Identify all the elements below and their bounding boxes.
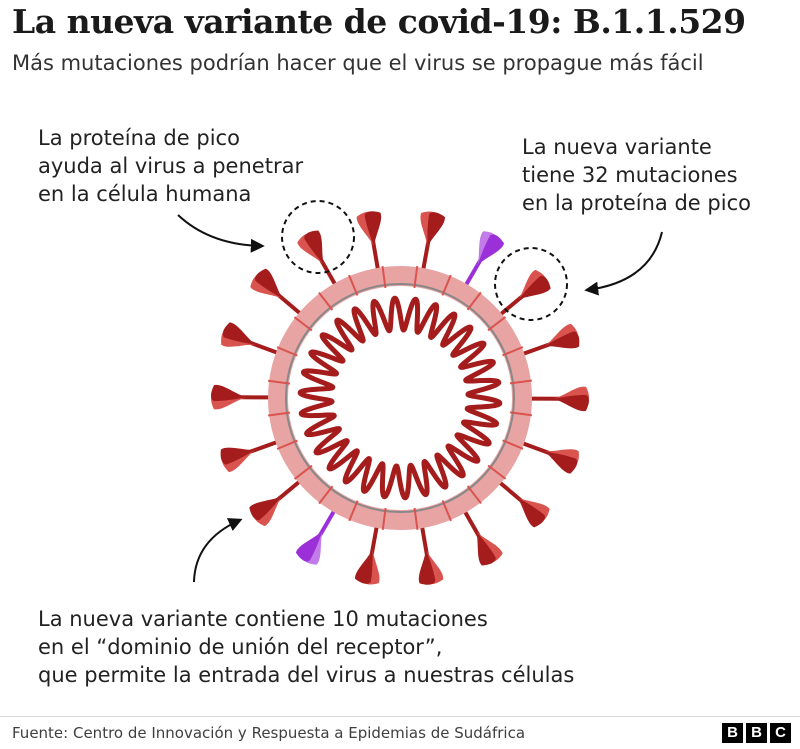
membrane-tick [348, 500, 359, 522]
membrane-tick [466, 485, 482, 505]
page-subtitle: Más mutaciones podrían hacer que el viru… [12, 51, 704, 75]
spike-protein [529, 386, 590, 412]
spike-protein [210, 384, 271, 410]
membrane-tick [466, 291, 482, 311]
highlight-circle-left [281, 200, 355, 274]
annotation-line: tiene 32 mutaciones [522, 163, 738, 187]
source-note: Fuente: Centro de Innovación y Respuesta… [12, 724, 526, 742]
membrane-inner-line [285, 283, 515, 513]
highlight-circle-right [494, 247, 568, 321]
spike-protein [221, 322, 279, 355]
mutated-spike [463, 231, 505, 287]
footer-divider [0, 716, 800, 717]
arrow-right [584, 231, 663, 296]
arrow-bottom [193, 518, 243, 583]
spike-protein [498, 269, 551, 317]
membrane-tick [509, 411, 533, 417]
annotation-line: ayuda al virus a penetrar [38, 154, 304, 178]
membrane-tick [413, 265, 419, 289]
annotation-line: en la proteína de pico [522, 191, 751, 215]
arrow-left [177, 214, 265, 253]
annotation-receptor-domain: La nueva variante contiene 10 mutaciones… [38, 605, 574, 689]
membrane-tick [487, 464, 507, 480]
annotation-line: La proteína de pico [38, 126, 240, 150]
logo-letter: B [722, 723, 743, 743]
membrane-tick [268, 411, 291, 417]
annotation-line: La nueva variante [522, 135, 712, 159]
membrane-tick [318, 485, 334, 505]
membrane-tick [441, 500, 452, 522]
membrane-tick [276, 346, 298, 357]
spike-protein [418, 525, 444, 585]
spike-proteins [210, 211, 590, 585]
annotation-line: en el “dominio de unión del receptor”, [38, 635, 443, 659]
spike-protein [249, 479, 302, 527]
spike-protein [521, 441, 579, 474]
spike-protein [250, 268, 303, 316]
annotation-line: La nueva variante contiene 10 mutaciones [38, 607, 488, 631]
annotation-spike-mutations: La nueva variante tiene 32 mutaciones en… [522, 133, 751, 217]
membrane-tick [267, 379, 291, 385]
membrane-tick [413, 507, 419, 530]
annotation-line: en la célula humana [38, 182, 252, 206]
membrane-tick [441, 274, 452, 296]
rna-coil [297, 295, 503, 501]
spike-protein [355, 525, 380, 585]
spike-protein [420, 211, 445, 271]
membrane-tick [381, 266, 387, 289]
membrane-tick [502, 439, 524, 450]
membrane-tick [348, 274, 359, 296]
spike-protein [220, 440, 279, 473]
mutated-spike [295, 509, 337, 565]
logo-letter: B [746, 723, 767, 743]
spike-protein [497, 480, 550, 528]
membrane-tick [502, 346, 524, 357]
membrane-tick [318, 291, 334, 311]
annotation-spike-protein: La proteína de pico ayuda al virus a pen… [38, 124, 303, 208]
spike-protein [521, 323, 580, 356]
membrane-tick [381, 507, 387, 531]
membrane-tick [509, 379, 532, 385]
bbc-logo: B B C [722, 723, 791, 743]
page-title: La nueva variante de covid-19: B.1.1.529 [12, 2, 746, 41]
logo-letter: C [770, 723, 791, 743]
membrane-tick [293, 316, 313, 332]
viral-membrane [268, 266, 532, 530]
membrane-ticks [267, 265, 533, 531]
membrane-tick [487, 316, 507, 332]
annotation-line: que permite la entrada del virus a nuest… [38, 663, 575, 687]
membrane-tick [293, 464, 313, 480]
membrane-tick [276, 439, 298, 450]
spike-protein [356, 211, 382, 271]
spike-protein [462, 509, 503, 566]
